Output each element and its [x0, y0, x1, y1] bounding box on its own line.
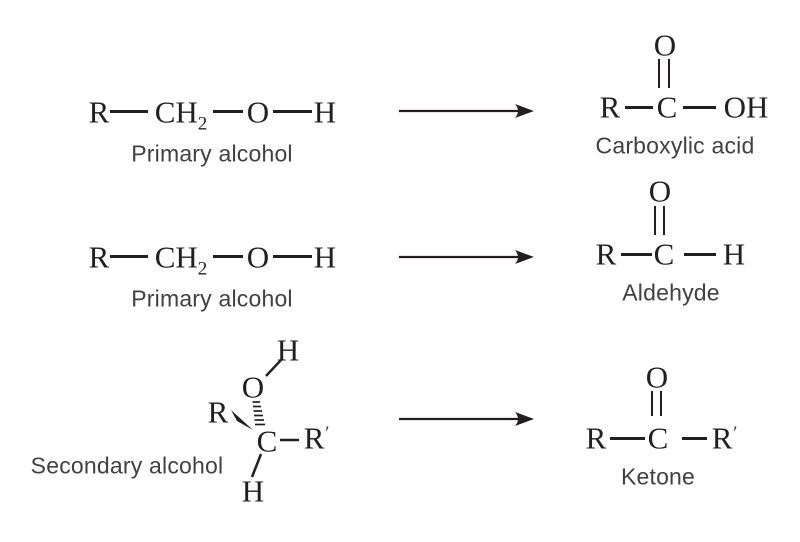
atom-ch2-subscript: 2	[197, 113, 208, 135]
atom-r: R	[595, 236, 617, 272]
atom-o-carbonyl: O	[653, 27, 677, 63]
atom-h: H	[313, 239, 337, 275]
atom-r: R	[599, 89, 621, 125]
product-label-2: Aldehyde	[622, 279, 720, 306]
reaction-arrow	[399, 412, 534, 426]
atom-o: O	[241, 369, 265, 405]
atom-ch2-text: CH	[154, 94, 198, 130]
atom-r: R	[88, 94, 110, 130]
atom-o-carbonyl: O	[648, 173, 672, 209]
double-bond-line	[663, 206, 666, 235]
single-bond	[273, 110, 312, 113]
product-label-1: Carboxylic acid	[595, 132, 755, 159]
atom-ch2-text: CH	[154, 239, 198, 275]
reaction-arrow	[399, 104, 534, 118]
double-bond-line	[660, 391, 663, 416]
atom-r-prime-mark: ′	[733, 422, 738, 443]
atom-ch2-subscript: 2	[197, 258, 208, 280]
atom-r-prime-mark: ′	[325, 422, 330, 443]
atom-r-prime-text: R	[303, 420, 325, 456]
single-bond	[110, 255, 148, 258]
reactant-label-2: Primary alcohol	[131, 285, 293, 312]
product-label-3: Ketone	[620, 463, 696, 490]
reactant-label-3: Secondary alcohol	[30, 452, 224, 479]
atom-r: R	[88, 239, 110, 275]
atom-h-top: H	[276, 332, 300, 368]
single-bond	[213, 255, 243, 258]
atom-r: R	[207, 394, 229, 430]
atom-h-bottom: H	[241, 473, 265, 509]
hashed-bond	[252, 401, 265, 426]
single-bond	[273, 255, 312, 258]
atom-r-prime: R′	[303, 420, 330, 456]
double-bond-line	[654, 206, 657, 235]
wedge-bond	[231, 410, 253, 430]
double-bond-line	[658, 59, 661, 88]
single-bond	[684, 253, 716, 256]
atom-r-prime-text: R	[711, 420, 733, 456]
atom-o-carbonyl: O	[645, 359, 669, 395]
single-bond	[610, 437, 645, 440]
reactant-label-1: Primary alcohol	[131, 140, 293, 167]
atom-c: C	[653, 236, 675, 272]
atom-c: C	[647, 420, 669, 456]
single-bond	[625, 106, 653, 109]
single-bond	[682, 437, 707, 440]
atom-ch2: CH2	[154, 94, 208, 134]
single-bond	[213, 110, 243, 113]
atom-c: C	[256, 423, 278, 459]
atom-ch2: CH2	[154, 239, 208, 279]
reaction-arrow	[399, 250, 534, 264]
stereo-bonds	[231, 359, 299, 478]
atom-o: O	[246, 94, 270, 130]
atom-h: H	[722, 236, 746, 272]
single-bond	[110, 110, 148, 113]
single-bond	[265, 359, 282, 377]
atom-h: H	[313, 94, 337, 130]
atom-r-prime: R′	[711, 420, 738, 456]
atom-oh: OH	[723, 89, 769, 125]
single-bond	[621, 253, 652, 256]
double-bond-line	[668, 59, 671, 88]
double-bond-line	[651, 391, 654, 416]
atom-o: O	[246, 239, 270, 275]
single-bond	[683, 106, 716, 109]
atom-c: C	[656, 89, 678, 125]
single-bond	[250, 453, 263, 478]
atom-r: R	[585, 420, 607, 456]
